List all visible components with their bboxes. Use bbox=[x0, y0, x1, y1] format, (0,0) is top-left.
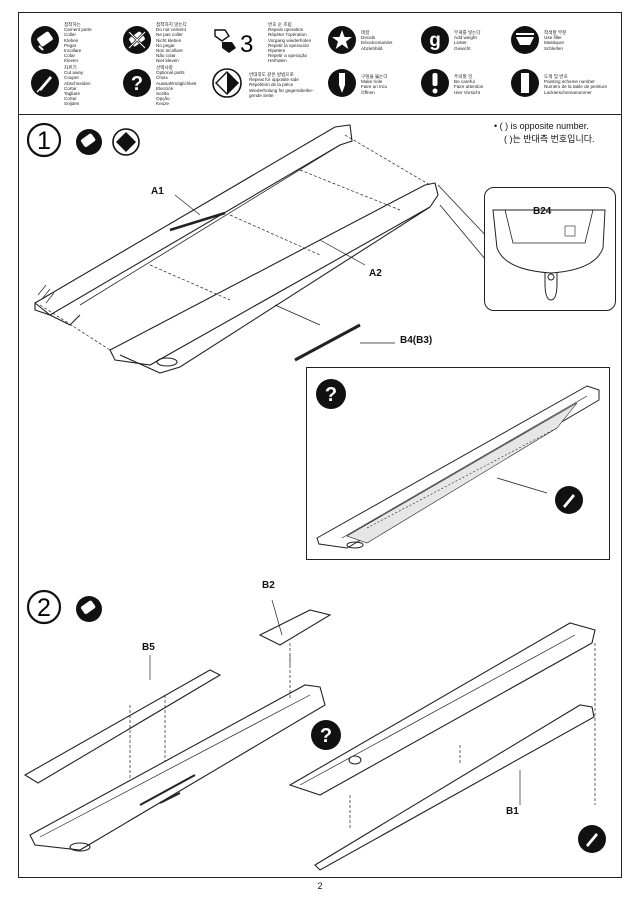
label-a1: A1 bbox=[151, 186, 164, 197]
painting-scheme-icon bbox=[511, 69, 539, 97]
step1-hull-drawing bbox=[34, 124, 491, 374]
step2-number: 2 bbox=[37, 594, 51, 622]
b24-detail-inset: B24 bbox=[484, 187, 616, 311]
legend-separator bbox=[18, 114, 622, 115]
stern-detail-drawing bbox=[492, 209, 606, 301]
step1-header: 1 bbox=[26, 122, 140, 158]
step2-header: 2 bbox=[26, 589, 102, 625]
do-not-cement-icon bbox=[123, 26, 151, 54]
cement-icon bbox=[31, 26, 59, 54]
step2-optional-glyph: ? bbox=[320, 725, 332, 747]
step1-opposite-icon bbox=[112, 128, 140, 156]
optional-parts-icon: ? bbox=[123, 69, 151, 97]
label-b24: B24 bbox=[533, 206, 552, 217]
optional-question-glyph: ? bbox=[325, 384, 337, 406]
decal-star-icon bbox=[328, 26, 356, 54]
label-b4-b3: B4(B3) bbox=[400, 335, 433, 346]
page-number: 2 bbox=[317, 881, 323, 891]
optional-detail-inset: ? bbox=[306, 367, 610, 560]
step2-optional-icon bbox=[311, 720, 341, 750]
optional-question-icon bbox=[316, 379, 346, 409]
optional-glyph: ? bbox=[131, 73, 143, 95]
cut-away-knife-icon bbox=[31, 69, 59, 97]
label-a2: A2 bbox=[369, 268, 382, 279]
filler-icon bbox=[511, 26, 539, 54]
step2-hull-drawing: ? bbox=[23, 599, 606, 871]
repeat-numeral: 3 bbox=[240, 31, 253, 57]
opposite-number-note: • ( ) is opposite number. ( )는 반대측 번호입니다… bbox=[494, 121, 595, 144]
opposite-side-icon bbox=[212, 68, 242, 98]
make-hole-icon bbox=[328, 69, 356, 97]
step1-number-circle bbox=[26, 122, 62, 158]
repeat-operation-icon: 3 bbox=[214, 29, 253, 57]
add-weight-icon: g bbox=[421, 26, 449, 54]
label-b5: B5 bbox=[142, 642, 155, 653]
step1-number: 1 bbox=[37, 127, 51, 155]
label-b1: B1 bbox=[506, 806, 519, 817]
optional-hull-drawing: ? bbox=[316, 379, 600, 549]
label-b2: B2 bbox=[262, 580, 275, 591]
caution-icon bbox=[421, 69, 449, 97]
page-frame bbox=[18, 12, 622, 878]
weight-glyph: g bbox=[429, 30, 441, 51]
step2-number-circle bbox=[26, 589, 62, 625]
